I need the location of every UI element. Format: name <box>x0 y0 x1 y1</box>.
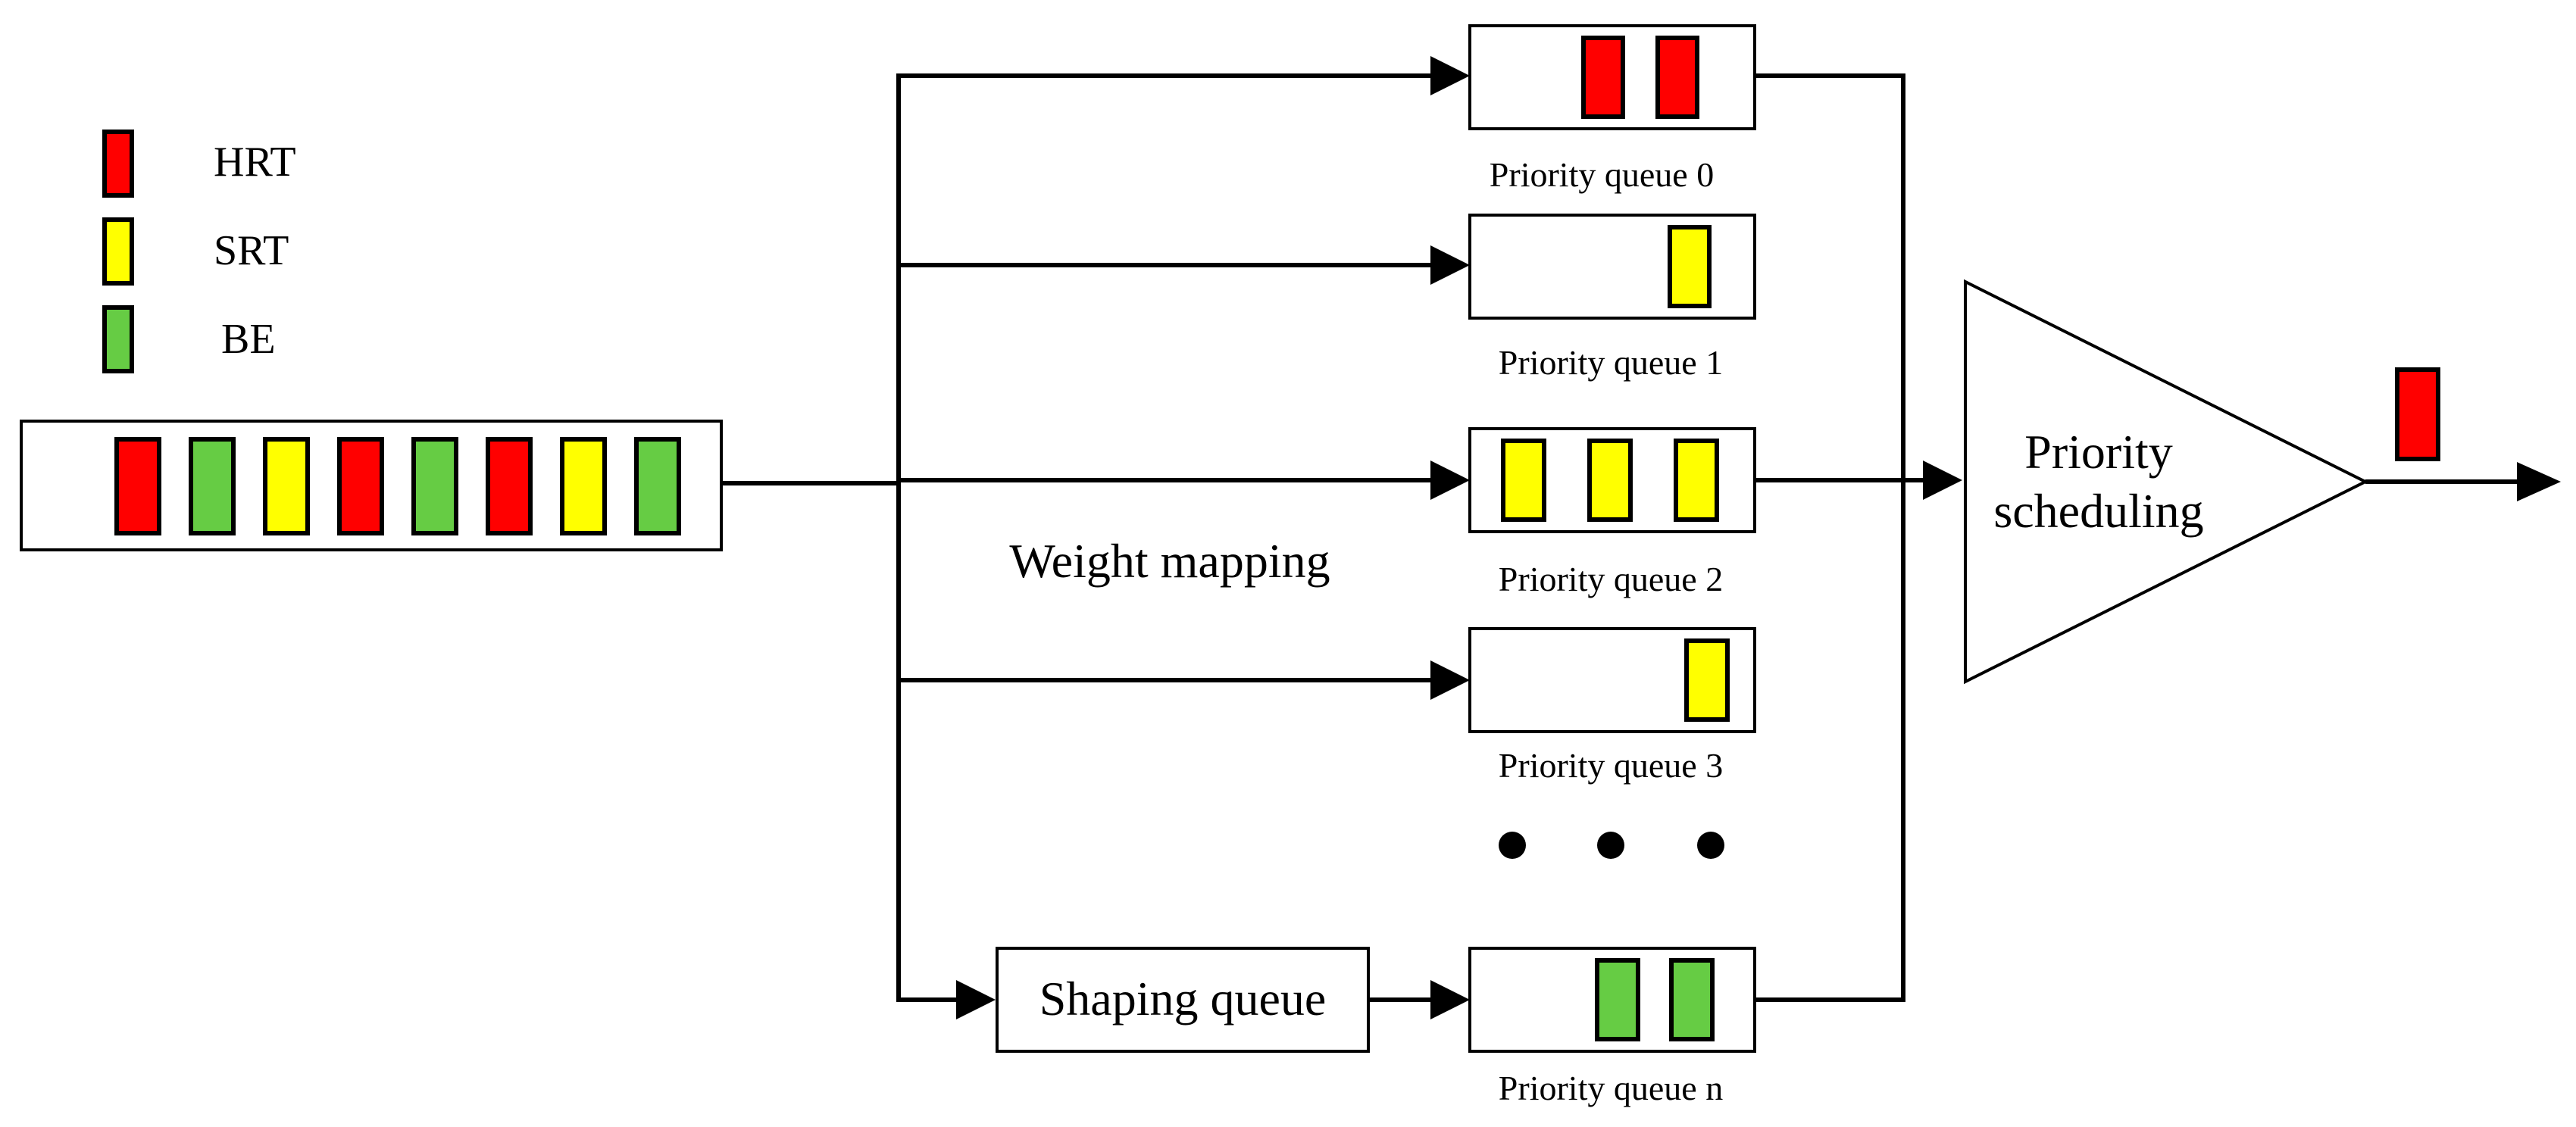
input-queue <box>20 420 723 551</box>
input-packet-be <box>634 437 681 535</box>
queue-packet-hrt <box>1655 36 1699 119</box>
priority-queue-1: Priority queue 1 <box>1468 214 1756 382</box>
legend-swatch-be <box>102 305 134 373</box>
priority-queue-label: Priority queue n <box>1499 1069 1723 1107</box>
priority-queue-0: Priority queue 0 <box>1468 24 1756 194</box>
connection-lines <box>721 56 2561 1019</box>
shaping-queue-label: Shaping queue <box>1039 972 1327 1026</box>
arrowhead-scheduler <box>1923 460 1962 500</box>
priority-queue-label: Priority queue 1 <box>1499 343 1723 382</box>
input-packet-hrt <box>337 437 384 535</box>
weight-mapping-label: Weight mapping <box>1009 534 1330 588</box>
output-packet <box>2395 367 2440 461</box>
arrowhead-queue-2 <box>1430 460 1470 500</box>
priority-queue-3: Priority queue 3 <box>1468 627 1756 785</box>
ellipsis-dot <box>1499 832 1526 859</box>
priority-queue-packets <box>1581 36 1699 119</box>
priority-queue-box <box>1468 214 1756 320</box>
scheduler-label-line-2: scheduling <box>1993 484 2203 538</box>
arrowhead-shaping-queue <box>956 980 996 1019</box>
legend-swatch-hrt <box>102 130 134 198</box>
priority-queue-2: Priority queue 2 <box>1468 427 1756 598</box>
queue-packet-srt <box>1587 439 1633 522</box>
output-packet-swatch-hrt <box>2395 367 2440 461</box>
queue-packet-hrt <box>1581 36 1625 119</box>
queue-packet-be <box>1595 958 1640 1041</box>
queue-packet-srt <box>1501 439 1546 522</box>
input-packet-srt <box>560 437 607 535</box>
priority-queue-packets <box>1501 439 1719 522</box>
legend: HRT SRT BE <box>102 130 296 373</box>
legend-label-be: BE <box>221 316 276 363</box>
input-packet-srt <box>263 437 310 535</box>
queue-packet-be <box>1669 958 1715 1041</box>
shaping-queue: Shaping queue <box>996 947 1370 1053</box>
queue-packet-srt <box>1684 638 1730 722</box>
scheduler-label-line-1: Priority <box>2024 425 2173 479</box>
arrowhead-queue-0 <box>1430 56 1470 95</box>
input-queue-packets <box>114 437 681 535</box>
legend-label-srt: SRT <box>214 227 289 274</box>
priority-queue-label: Priority queue 2 <box>1499 560 1723 598</box>
priority-queue-n: Priority queue n <box>1468 947 1756 1107</box>
arrowhead-queue-1 <box>1430 245 1470 285</box>
priority-queue-packets <box>1684 638 1730 722</box>
ellipsis-dots <box>1499 832 1724 859</box>
queue-packet-srt <box>1668 225 1712 308</box>
priority-queue-packets <box>1668 225 1712 308</box>
arrowhead-queue-n <box>1430 980 1470 1019</box>
input-packet-be <box>189 437 236 535</box>
input-packet-be <box>411 437 458 535</box>
legend-label-hrt: HRT <box>214 139 296 186</box>
output-arrowhead <box>2517 462 2561 501</box>
ellipsis-dot <box>1697 832 1724 859</box>
shaping-queue-box <box>996 947 1370 1053</box>
priority-queue-packets <box>1595 958 1715 1041</box>
queue-packet-srt <box>1674 439 1719 522</box>
arrowhead-queue-3 <box>1430 660 1470 700</box>
ellipsis-dot <box>1597 832 1624 859</box>
priority-scheduler: Priority scheduling <box>1964 279 2369 685</box>
input-packet-hrt <box>486 437 533 535</box>
priority-queue-label: Priority queue 3 <box>1499 746 1723 785</box>
legend-swatch-srt <box>102 217 134 286</box>
priority-queue-label: Priority queue 0 <box>1490 155 1714 194</box>
scheduler-triangle <box>1964 279 2369 685</box>
input-packet-hrt <box>114 437 161 535</box>
